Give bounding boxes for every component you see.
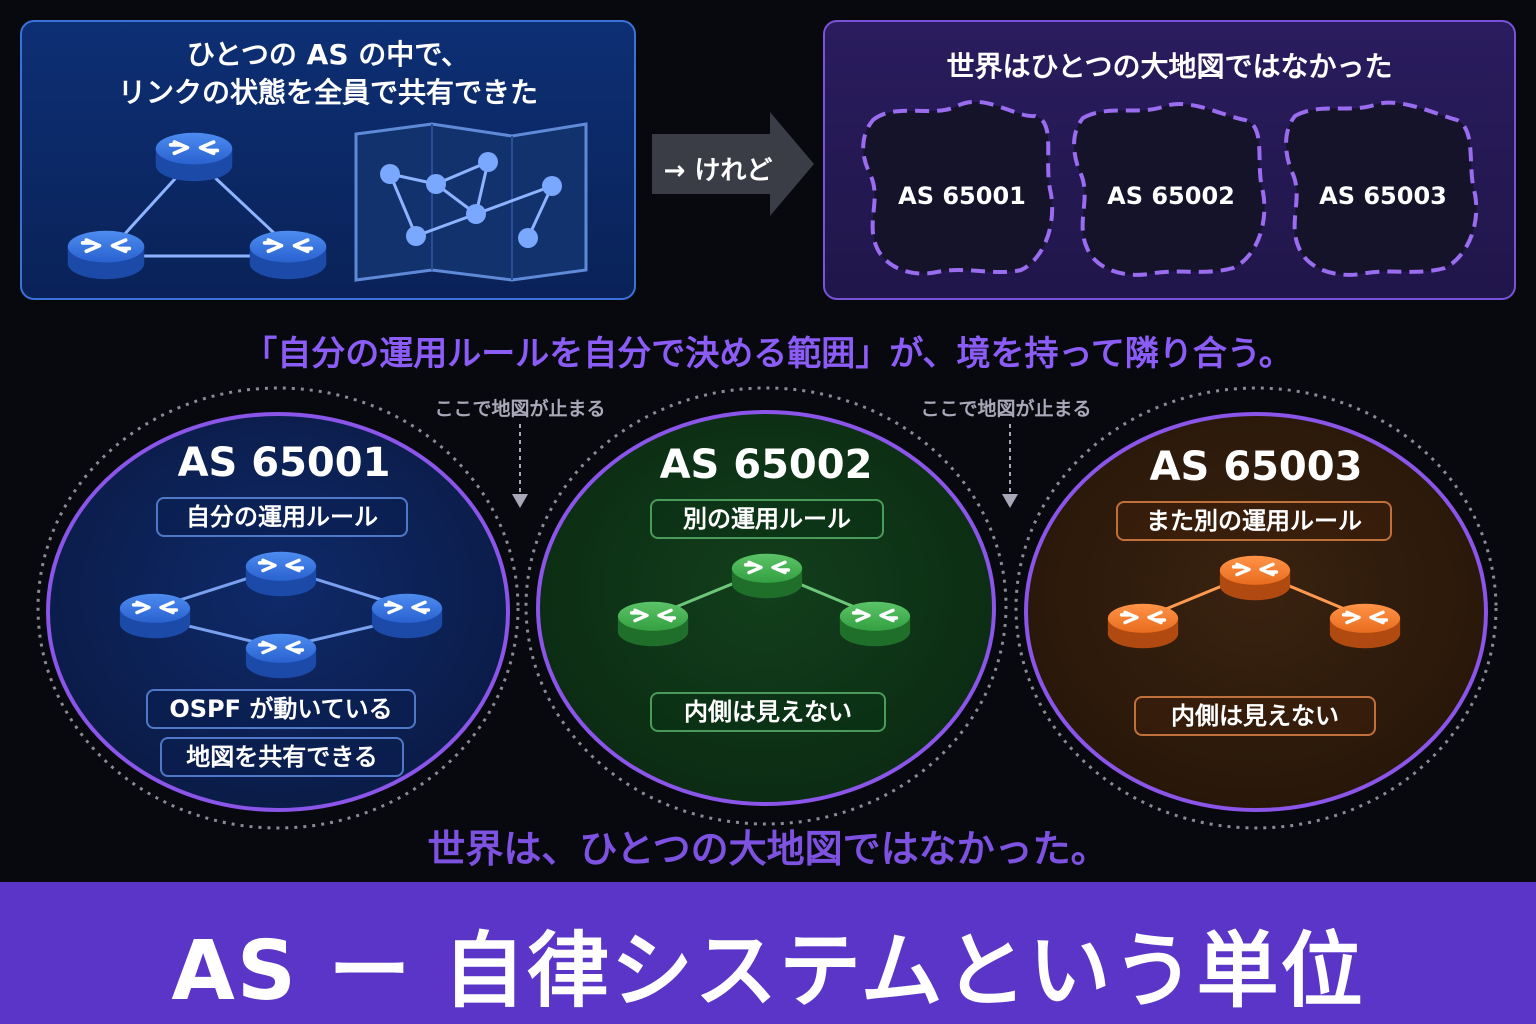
as65003-note: 内側は見えない [1134,696,1376,736]
map-icon [354,122,588,282]
boundary-label-1: ここで地図が止まる [434,398,606,420]
section-subtitle: 「自分の運用ルールを自分で決める範囲」が、境を持って隣り合う。 [243,334,1293,374]
as65003-title: AS 65003 [1149,444,1363,490]
router-icon [1218,553,1292,603]
router-icon [244,549,318,599]
router-triangle [65,130,329,282]
multi-as-title: 世界はひとつの大地図ではなかった [946,50,1393,83]
as65003-rule: また別の運用ルール [1116,501,1392,541]
as65001-note-ospf: OSPF が動いている [146,689,416,729]
transition-label: → けれど [663,156,773,186]
router-icon [616,599,690,649]
router-icon [838,599,912,649]
router-icon [153,130,235,184]
router-icon [730,551,804,601]
conclusion-text: 世界は、ひとつの大地図ではなかった。 [427,827,1109,871]
title-banner: AS ー 自律システムという単位 [0,882,1536,1024]
router-icon [370,591,444,641]
router-icon [244,631,318,681]
as65001-title: AS 65001 [177,440,391,486]
single-as-title-line2: リンクの状態を全員で共有できた [117,76,538,109]
router-icon [1106,601,1180,651]
as65001-rule: 自分の運用ルール [156,497,408,537]
boundary-label-2: ここで地図が止まる [920,398,1092,420]
as65002-rule: 別の運用ルール [650,499,884,539]
single-as-title-line1: ひとつの AS の中で、 [186,38,470,71]
as65002-title: AS 65002 [659,442,873,488]
arrow-right-icon [652,112,814,216]
region-label-as65003: AS 65003 [1319,182,1447,210]
transition-arrow: → けれど [652,112,814,216]
router-icon [65,228,147,282]
router-icon [247,228,329,282]
region-label-as65002: AS 65002 [1107,182,1235,210]
multi-as-panel: 世界はひとつの大地図ではなかった AS 65001 AS 65002 AS 65… [823,20,1516,300]
as65001-note-map: 地図を共有できる [160,737,404,777]
single-as-panel: ひとつの AS の中で、 リンクの状態を全員で共有できた [20,20,636,300]
router-icon [1328,601,1402,651]
router-icon [118,591,192,641]
region-label-as65001: AS 65001 [898,182,1026,210]
as65002-note: 内側は見えない [650,692,886,732]
region-outlines [861,99,1479,277]
banner-title: AS ー 自律システムという単位 [171,924,1365,1019]
